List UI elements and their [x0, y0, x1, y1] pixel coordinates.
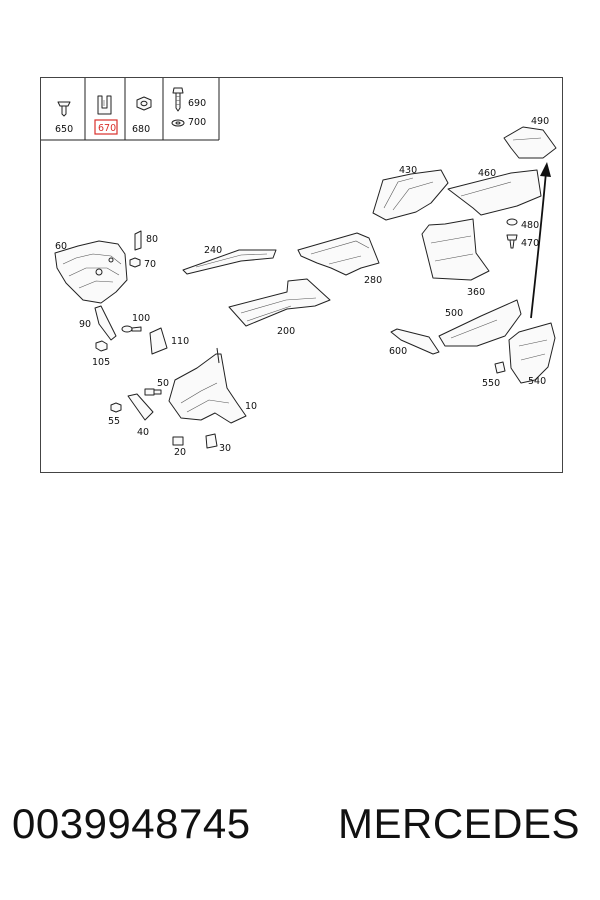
part-105-nut [95, 340, 108, 352]
screw-icon [172, 87, 184, 112]
part-500-shield [438, 299, 522, 347]
callout-100: 100 [132, 313, 150, 324]
callout-280: 280 [364, 275, 382, 286]
part-number: 0039948745 [12, 800, 251, 847]
part-460-shield [447, 169, 542, 216]
part-240-strip [182, 249, 277, 275]
callout-50: 50 [157, 378, 169, 389]
callout-20: 20 [174, 447, 186, 458]
legend-label-650: 650 [55, 124, 73, 135]
part-40-bracket [127, 393, 154, 421]
part-10-panel [168, 347, 247, 424]
part-90-bracket [94, 305, 117, 341]
part-430-shield [372, 169, 449, 221]
callout-80: 80 [146, 234, 158, 245]
callout-10: 10 [245, 401, 257, 412]
part-540-cover [508, 322, 556, 384]
relation-arrow [530, 162, 551, 319]
callout-40: 40 [137, 427, 149, 438]
part-490-shield [503, 126, 557, 159]
brand-name: MERCEDES [338, 800, 581, 847]
highlight-box-670 [94, 119, 118, 135]
callout-90: 90 [79, 319, 91, 330]
callout-240: 240 [204, 245, 222, 256]
part-80-clip [134, 230, 142, 251]
retaining-clip-icon [97, 95, 112, 115]
callout-460: 460 [478, 168, 496, 179]
part-20-clip [172, 436, 184, 446]
part-600-strip [390, 328, 440, 355]
legend-label-680: 680 [132, 124, 150, 135]
part-550-clip [494, 361, 506, 374]
part-480-washer [506, 218, 518, 226]
hex-nut-icon [136, 96, 152, 111]
legend-panel: 650 670 680 690 700 [41, 78, 220, 141]
callout-490: 490 [531, 116, 549, 127]
part-30-clip [205, 433, 218, 449]
part-360-shield [421, 218, 490, 281]
parts-diagram: 650 670 680 690 700 [40, 77, 563, 473]
legend-label-700: 700 [188, 117, 206, 128]
callout-55: 55 [108, 416, 120, 427]
callout-105: 105 [92, 357, 110, 368]
callout-480: 480 [521, 220, 539, 231]
footer: 0039948745 MERCEDES [0, 800, 600, 860]
part-470-screw [506, 234, 518, 249]
washer-icon [171, 119, 185, 127]
callout-500: 500 [445, 308, 463, 319]
part-200-panel [228, 278, 331, 327]
callout-200: 200 [277, 326, 295, 337]
exploded-view: 650 670 680 690 700 [41, 78, 557, 458]
callout-110: 110 [171, 336, 189, 347]
callout-600: 600 [389, 346, 407, 357]
callout-550: 550 [482, 378, 500, 389]
push-clip-icon [57, 101, 71, 117]
part-100-screw [121, 325, 142, 333]
part-60-wheel-liner [54, 240, 128, 304]
callout-430: 430 [399, 165, 417, 176]
part-280-shield [297, 232, 380, 276]
legend-label-690: 690 [188, 98, 206, 109]
part-50-screw [144, 388, 162, 396]
part-110-cover [149, 327, 168, 355]
callout-30: 30 [219, 443, 231, 454]
part-70-nut [129, 257, 141, 268]
callout-60: 60 [55, 241, 67, 252]
part-55-nut [110, 402, 122, 413]
callout-540: 540 [528, 376, 546, 387]
callout-70: 70 [144, 259, 156, 270]
callout-360: 360 [467, 287, 485, 298]
callout-470: 470 [521, 238, 539, 249]
legend-label-670: 670 [98, 123, 116, 134]
